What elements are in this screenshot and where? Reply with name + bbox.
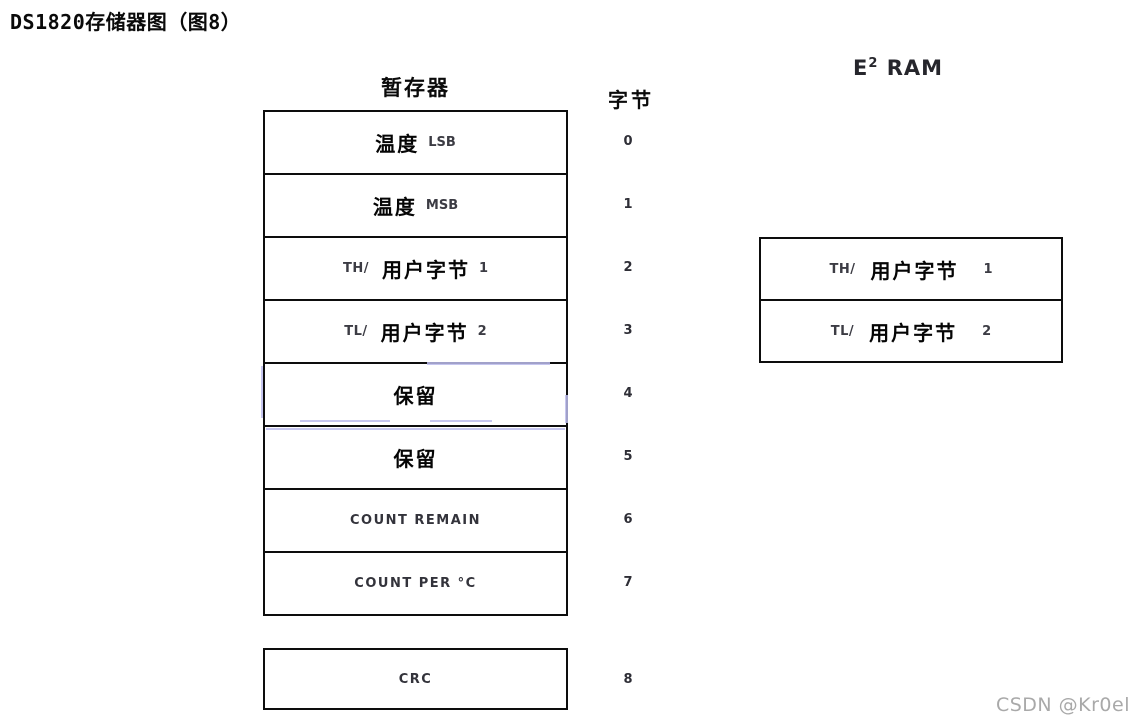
row-label: 保留 [393,447,438,471]
jpeg-artifact [300,420,390,422]
crc-label: CRC [398,671,433,687]
jpeg-artifact [430,420,492,422]
row-label: 用户字节 [870,258,959,283]
byte-number-0: 0 [623,134,633,149]
e2ram-header-superscript: 2 [868,56,879,71]
row-prefix: TH/ [342,261,369,276]
row-label: 温度 [375,132,420,156]
jpeg-artifact [565,395,568,423]
byte-column-header: 字节 [608,88,654,112]
row-prefix: TL/ [830,323,855,339]
row-label: 保留 [393,384,438,408]
row-suffix: MSB [425,198,459,213]
byte-number-5: 5 [623,449,633,464]
scratchpad-row-temp-lsb: 温度 LSB [265,112,566,175]
byte-number-3: 3 [623,323,633,338]
scratchpad-row-reserved-5: 保留 [265,427,566,490]
e2ram-row-th-user-byte-1: TH/ 用户字节 1 [761,239,1061,301]
page-title: DS1820存储器图（图8） [10,10,242,34]
e2ram-row-tl-user-byte-2: TL/ 用户字节 2 [761,301,1061,361]
row-suffix: 2 [982,323,992,339]
scratchpad-header: 暂存器 [381,76,450,100]
byte-number-1: 1 [623,197,633,212]
scratchpad-row-tl-user-byte-2: TL/ 用户字节 2 [265,301,566,364]
byte-number-7: 7 [623,575,633,590]
row-label: COUNT PER °C [354,576,477,591]
e2ram-header-rest: RAM [878,56,944,80]
row-suffix: 1 [983,261,993,277]
row-label: 用户字节 [381,258,470,282]
scratchpad-row-count-per-c: COUNT PER °C [265,553,566,614]
scratchpad-row-reserved-4: 保留 [265,364,566,427]
row-label: COUNT REMAIN [349,513,482,528]
scratchpad-row-temp-msb: 温度 MSB [265,175,566,238]
csdn-watermark: CSDN @Kr0el [995,694,1130,716]
jpeg-artifact [266,428,565,430]
scratchpad-row-th-user-byte-1: TH/ 用户字节 1 [265,238,566,301]
byte-number-2: 2 [623,260,633,275]
row-label: 用户字节 [380,321,469,345]
jpeg-artifact [427,362,550,365]
jpeg-artifact [261,366,263,418]
row-label: 用户字节 [869,320,958,345]
scratchpad-row-count-remain: COUNT REMAIN [265,490,566,553]
crc-box: CRC [263,648,568,710]
byte-number-6: 6 [623,512,633,527]
byte-column: 0 1 2 3 4 5 6 7 [612,110,644,614]
row-label: 温度 [372,195,417,219]
byte-number-8: 8 [623,671,633,687]
byte-number-4: 4 [623,386,633,401]
e2ram-table: TH/ 用户字节 1 TL/ 用户字节 2 [759,237,1063,363]
row-suffix: LSB [428,135,456,150]
e2ram-header: E2 RAM [853,56,943,80]
row-suffix: 1 [478,261,489,276]
row-prefix: TH/ [829,261,856,277]
e2ram-header-base: E [853,56,869,80]
row-suffix: 2 [477,324,487,339]
row-prefix: TL/ [344,324,368,339]
